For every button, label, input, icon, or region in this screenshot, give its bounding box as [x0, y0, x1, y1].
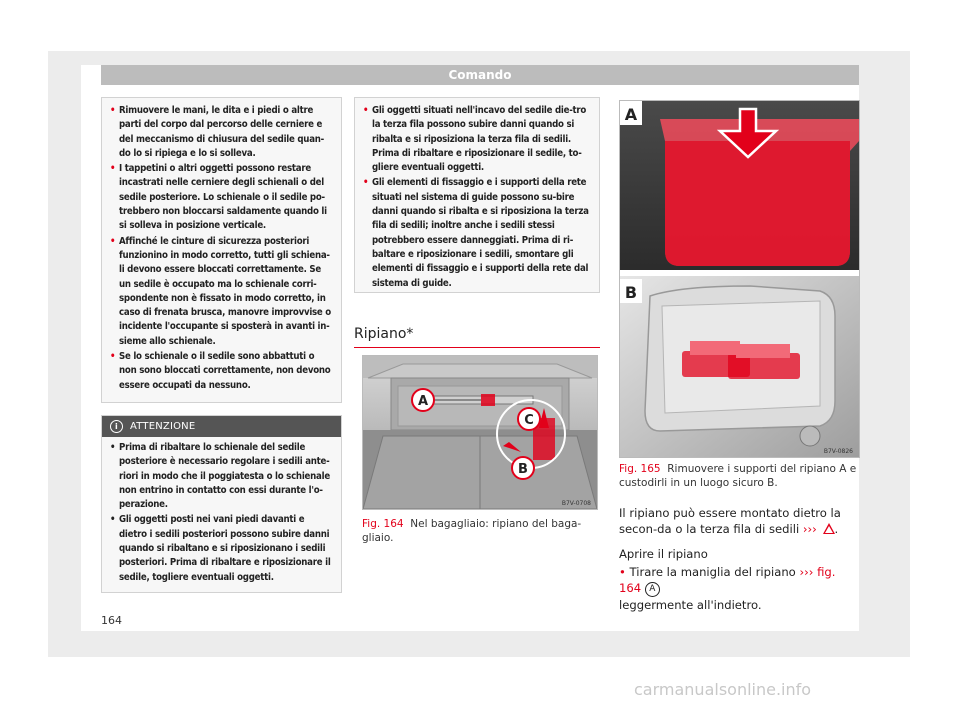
- watermark: carmanualsonline.info: [634, 680, 812, 699]
- figure-164: A C B B7V-0708: [362, 355, 598, 510]
- label-c: C: [524, 413, 534, 428]
- figure-ref: Fig. 165: [619, 463, 661, 475]
- figure-code: B7V-0708: [562, 500, 591, 507]
- panel-a-label: A: [625, 105, 638, 124]
- attention-list: Prima di ribaltare lo schienale del sedi…: [110, 441, 333, 585]
- shelf-supports-illustration: A B B7V-0826: [620, 101, 859, 457]
- list-item: Gli oggetti posti nei vani piedi davanti…: [110, 513, 333, 584]
- figure-165-caption: Fig. 165 Rimuovere i supporti del ripian…: [619, 462, 860, 490]
- page-number: 164: [101, 614, 122, 627]
- attention-box: i ATTENZIONE Prima di ribaltare lo schie…: [101, 415, 342, 593]
- warning-triangle-icon: [822, 523, 835, 534]
- cross-reference-link[interactable]: ›››: [802, 522, 817, 536]
- list-item: Gli elementi di fissaggio e i supporti d…: [363, 176, 591, 290]
- figure-165: A B B7V-0826: [619, 100, 860, 458]
- subheading-open-shelf: Aprire il ripiano: [619, 547, 708, 561]
- callout-c: [517, 407, 541, 431]
- page-header-title: Comando: [448, 68, 512, 82]
- paragraph-text: Il ripiano può essere montato dietro la …: [619, 506, 841, 536]
- paragraph-mounting: Il ripiano può essere montato dietro la …: [619, 506, 841, 536]
- warning-box-middle: Gli oggetti situati nell'incavo del sedi…: [354, 97, 600, 293]
- list-item: Se lo schienale o il sedile sono abbattu…: [110, 350, 333, 393]
- section-heading: Ripiano*: [354, 326, 414, 342]
- callout-a: [411, 388, 435, 412]
- warning-list-left: Rimuovere le mani, le dita e i piedi o a…: [110, 104, 333, 393]
- panel-b-label: B: [625, 283, 637, 302]
- figure-ref: Fig. 164: [362, 518, 404, 530]
- bullet: •: [619, 565, 626, 579]
- figure-164-caption: Fig. 164 Nel bagagliaio: ripiano del bag…: [362, 517, 598, 545]
- instruction-text: Tirare la maniglia del ripiano: [629, 565, 796, 579]
- cross-reference-arrow[interactable]: ›››: [799, 565, 814, 579]
- label-b: B: [518, 462, 528, 477]
- instruction-text-continued: leggermente all'indietro.: [619, 598, 762, 612]
- list-item: Gli oggetti situati nell'incavo del sedi…: [363, 104, 591, 175]
- luggage-compartment-illustration: A C B B7V-0708: [363, 356, 597, 509]
- instruction-open-shelf: • Tirare la maniglia del ripiano ››› fig…: [619, 564, 860, 613]
- figure-code: B7V-0826: [824, 448, 853, 455]
- callout-b: [511, 456, 535, 480]
- section-divider: [354, 347, 600, 348]
- list-item: I tappetini o altri oggetti possono rest…: [110, 162, 333, 233]
- warning-box-left: Rimuovere le mani, le dita e i piedi o a…: [101, 97, 342, 403]
- label-a: A: [418, 394, 428, 409]
- attention-header: i ATTENZIONE: [102, 416, 341, 437]
- header-band: [101, 65, 859, 85]
- warning-list-middle: Gli oggetti situati nell'incavo del sedi…: [363, 104, 591, 291]
- caption-text: Rimuovere i supporti del ripiano A e cus…: [619, 463, 857, 489]
- caption-text: Nel bagagliaio: ripiano del baga-gliaio.: [362, 518, 582, 544]
- list-item: Affinché le cinture di sicurezza posteri…: [110, 235, 333, 349]
- attention-title: ATTENZIONE: [130, 421, 196, 432]
- info-icon: i: [110, 420, 123, 433]
- figure-164-link[interactable]: fig. 164: [619, 565, 836, 595]
- label-a-badge: A: [644, 582, 660, 597]
- list-item: Rimuovere le mani, le dita e i piedi o a…: [110, 104, 333, 161]
- list-item: Prima di ribaltare lo schienale del sedi…: [110, 441, 333, 512]
